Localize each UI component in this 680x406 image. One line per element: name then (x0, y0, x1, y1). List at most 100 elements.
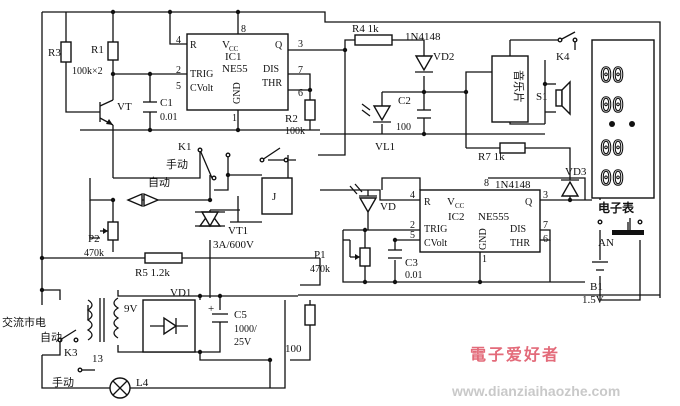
resistor-r2 (304, 99, 316, 121)
ic1-pin-q: Q (275, 40, 283, 51)
ic1-pin8: 8 (241, 24, 246, 35)
ic1-pin5: 5 (176, 81, 181, 92)
ic2-pin7: 7 (543, 220, 548, 231)
label-s1: S1 (536, 91, 548, 103)
led-vd (349, 183, 378, 230)
label-k4: K4 (556, 51, 570, 63)
clock-colon-dot-1 (609, 121, 615, 127)
label-c1: C1 (160, 97, 173, 109)
ic2-pin4: 4 (410, 190, 415, 201)
label-r2: R2 (285, 113, 298, 125)
ic1-type: NE55 (222, 63, 248, 75)
ic2-type: NE555 (478, 211, 510, 223)
watermark-url: www.dianziaihaozhe.com (451, 383, 620, 399)
label-manual-k1: 手动 (166, 157, 188, 171)
clock-digits-4: 00 (600, 166, 624, 190)
ic2-pin2: 2 (410, 220, 415, 231)
relay-contact (259, 147, 289, 163)
diac (126, 192, 160, 208)
wiring (41, 11, 661, 389)
ic2-pin-q: Q (525, 197, 533, 208)
label-vd1: VD1 (170, 287, 191, 299)
ic2-name: IC2 (448, 211, 465, 223)
ic1-pin-cvolt: CVolt (190, 83, 213, 94)
label-clock: 电子表 (598, 200, 635, 215)
ic2-pin8: 8 (484, 178, 489, 189)
relay-j (261, 177, 293, 215)
capacitor-c5 (212, 313, 228, 330)
junction-dots (39, 9, 573, 363)
label-c5-value-2: 25V (234, 337, 252, 348)
capacitor-c3 (388, 249, 402, 259)
label-c2-value: 100 (396, 122, 411, 133)
label-p2: P2 (88, 233, 100, 245)
label-r1-value: 100k×2 (72, 66, 103, 77)
ic1-pin-gnd: GND (232, 82, 243, 104)
label-l4: L4 (136, 377, 149, 389)
ic1-pin3: 3 (298, 39, 303, 50)
ic1-pin-dis: DIS (263, 64, 279, 75)
label-vd2: VD2 (433, 51, 454, 63)
pot-p1 (343, 239, 371, 267)
ic1-pin4: 4 (176, 35, 181, 46)
clock-digits-1: 00 (600, 63, 624, 87)
label-p1-value: 470k (310, 264, 330, 275)
ic1-pin-thr: THR (262, 78, 282, 89)
label-r100: 100 (285, 343, 302, 355)
label-r3: R3 (48, 47, 61, 59)
resistor-r7 (499, 142, 526, 154)
ic1-pin-r: R (190, 40, 197, 51)
ic1-pin1: 1 (232, 113, 237, 124)
label-manual-k3: 手动 (52, 375, 74, 389)
ic1-pin7: 7 (298, 65, 303, 76)
resistor-r5 (144, 252, 183, 264)
switch-k1 (197, 147, 231, 181)
ic1-pin-trig: TRIG (190, 69, 213, 80)
triac-vt1 (195, 210, 225, 228)
battery-b1 (592, 261, 608, 271)
capacitor-c1 (143, 101, 157, 113)
ic1-pin2: 2 (176, 65, 181, 76)
ic2-ne555 (419, 189, 541, 253)
ic2-pin-dis: DIS (510, 224, 526, 235)
pot-p2 (100, 221, 119, 241)
label-1n4148-a: 1N4148 (405, 31, 441, 43)
ic1-name: IC1 (225, 51, 242, 63)
ic2-pin-r: R (424, 197, 431, 208)
ic1-vcc: V (222, 39, 230, 51)
label-vl1: VL1 (375, 141, 395, 153)
clock-digits-3: 00 (600, 136, 624, 160)
label-p2-value: 470k (84, 248, 104, 259)
label-b1-value: 1.5V (582, 294, 604, 306)
ic2-vcc: V (447, 196, 455, 208)
ic1-vcc-sub: CC (229, 45, 239, 53)
label-r2-value: 100k (285, 126, 305, 137)
label-vd3: VD3 (565, 166, 587, 178)
label-13: 13 (92, 353, 104, 365)
resistor-100 (304, 304, 316, 326)
diode-vd2 (414, 55, 434, 73)
label-k1: K1 (178, 141, 191, 153)
clock-display-module (591, 39, 655, 199)
ic2-pin-gnd: GND (478, 228, 489, 250)
label-r1: R1 (91, 44, 104, 56)
ic2-pin3: 3 (543, 190, 548, 201)
ic2-pin6: 6 (543, 234, 548, 245)
ic2-pin5: 5 (410, 230, 415, 241)
label-c1-value: 0.01 (160, 112, 178, 123)
ic1-pin6: 6 (298, 88, 303, 99)
label-c5-plus: + (208, 303, 214, 315)
capacitor-c2 (417, 109, 431, 119)
label-c5: C5 (234, 309, 247, 321)
resistor-r4 (354, 34, 393, 46)
button-an (597, 219, 644, 235)
ic2-pin-thr: THR (510, 238, 530, 249)
label-vd: VD (380, 201, 396, 213)
label-auto-k1: 自动 (148, 176, 170, 189)
label-c5-value-1: 1000/ (234, 324, 257, 335)
switch-k4 (557, 31, 578, 43)
transformer (86, 297, 120, 342)
label-music-chip: 音乐片 (512, 70, 526, 103)
label-r4: R4 1k (352, 23, 379, 35)
